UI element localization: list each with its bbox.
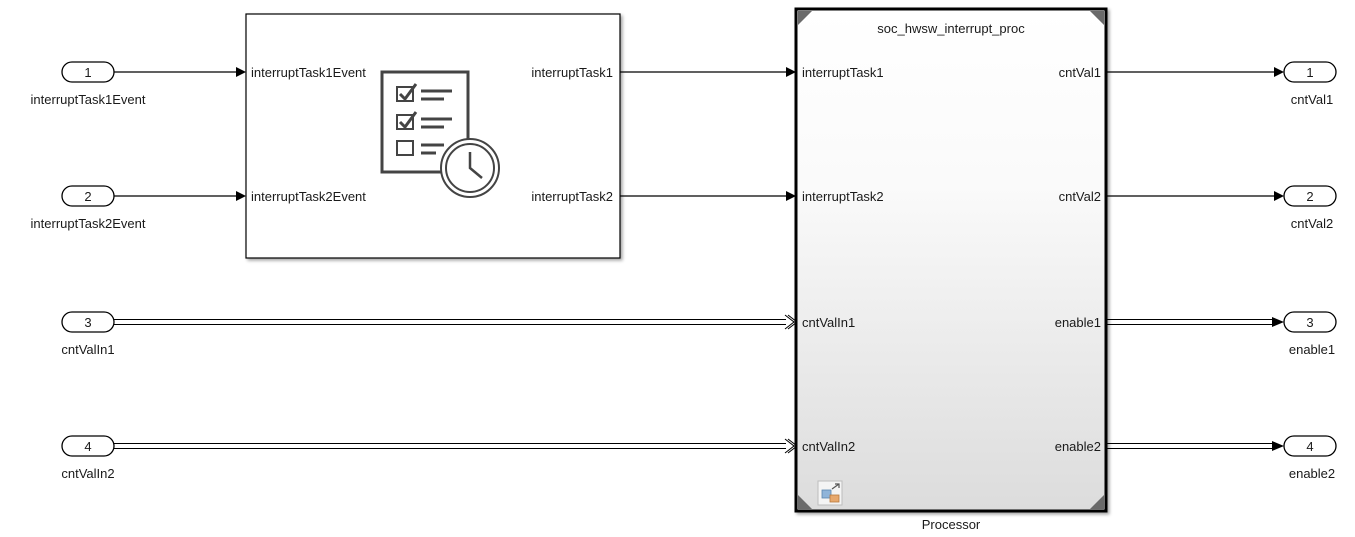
corner-marker-bottom-left xyxy=(798,495,812,509)
inport-4-number: 4 xyxy=(84,439,91,454)
bus-line-enable1[interactable] xyxy=(1106,317,1284,327)
scheduler-output-2: interruptTask2 xyxy=(531,189,613,204)
processor-header: soc_hwsw_interrupt_proc xyxy=(877,21,1025,36)
inport-1-number: 1 xyxy=(84,65,91,80)
inport-2[interactable]: 2 interruptTask2Event xyxy=(31,185,146,231)
bus-line-enable2[interactable] xyxy=(1106,441,1284,451)
processor-output-4: enable2 xyxy=(1055,439,1101,454)
corner-marker-bottom-right xyxy=(1090,495,1104,509)
inport-3-number: 3 xyxy=(84,315,91,330)
signal-line-interruptTask2Event[interactable] xyxy=(114,191,246,201)
outport-1-number: 1 xyxy=(1306,65,1313,80)
scheduler-output-1: interruptTask1 xyxy=(531,65,613,80)
processor-output-2: cntVal2 xyxy=(1059,189,1101,204)
inport-4[interactable]: 4 cntValIn2 xyxy=(61,435,115,481)
outport-1-label: cntVal1 xyxy=(1291,92,1333,107)
signal-line-cntVal1[interactable] xyxy=(1106,67,1284,77)
task-scheduler-block[interactable]: interruptTask1Event interruptTask2Event … xyxy=(245,13,621,259)
signal-line-interruptTask1Event[interactable] xyxy=(114,67,246,77)
bus-line-cntValIn1[interactable] xyxy=(114,314,798,330)
outport-2[interactable]: 2 cntVal2 xyxy=(1283,185,1337,231)
outport-4-number: 4 xyxy=(1306,439,1313,454)
processor-output-3: enable1 xyxy=(1055,315,1101,330)
inport-2-label: interruptTask2Event xyxy=(31,216,146,231)
processor-input-1: interruptTask1 xyxy=(802,65,884,80)
scheduler-input-1: interruptTask1Event xyxy=(251,65,366,80)
outport-2-label: cntVal2 xyxy=(1291,216,1333,231)
signal-line-interruptTask2[interactable] xyxy=(620,191,796,201)
task-schedule-clock-icon xyxy=(380,70,500,198)
outport-3[interactable]: 3 enable1 xyxy=(1283,311,1337,357)
outport-3-number: 3 xyxy=(1306,315,1313,330)
outport-4[interactable]: 4 enable2 xyxy=(1283,435,1337,481)
model-reference-badge-icon[interactable] xyxy=(817,480,843,506)
inport-3[interactable]: 3 cntValIn1 xyxy=(61,311,115,357)
outport-1[interactable]: 1 cntVal1 xyxy=(1283,61,1337,107)
processor-block-name: Processor xyxy=(922,517,981,532)
signal-line-cntVal2[interactable] xyxy=(1106,191,1284,201)
outport-2-number: 2 xyxy=(1306,189,1313,204)
outport-4-label: enable2 xyxy=(1289,466,1335,481)
processor-input-3: cntValIn1 xyxy=(802,315,855,330)
processor-input-2: interruptTask2 xyxy=(802,189,884,204)
inport-4-label: cntValIn2 xyxy=(61,466,114,481)
inport-1[interactable]: 1 interruptTask1Event xyxy=(31,61,146,107)
bus-line-cntValIn2[interactable] xyxy=(114,438,798,454)
processor-output-1: cntVal1 xyxy=(1059,65,1101,80)
corner-marker-top-left xyxy=(798,11,812,25)
outport-3-label: enable1 xyxy=(1289,342,1335,357)
inport-1-label: interruptTask1Event xyxy=(31,92,146,107)
inport-3-label: cntValIn1 xyxy=(61,342,114,357)
corner-marker-top-right xyxy=(1090,11,1104,25)
scheduler-input-2: interruptTask2Event xyxy=(251,189,366,204)
processor-input-4: cntValIn2 xyxy=(802,439,855,454)
processor-block[interactable]: soc_hwsw_interrupt_proc interruptTask1 i… xyxy=(794,7,1108,513)
signal-line-interruptTask1[interactable] xyxy=(620,67,796,77)
inport-2-number: 2 xyxy=(84,189,91,204)
